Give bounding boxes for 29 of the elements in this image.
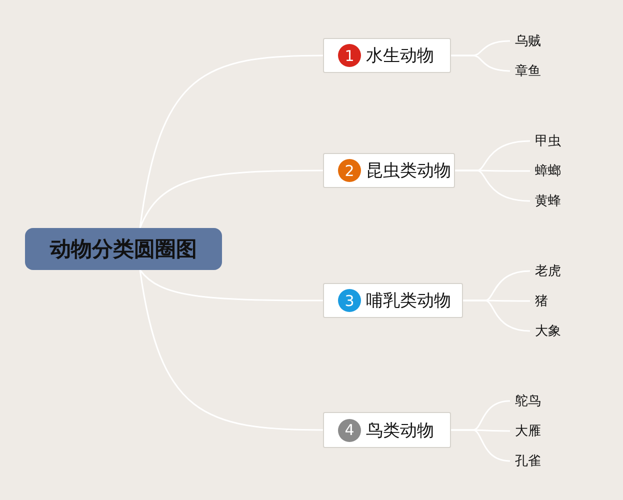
leaf-label: 大雁 [510,421,554,441]
category-label: 鸟类动物 [366,420,434,442]
branch-line [451,54,510,72]
leaf-label: 鸵鸟 [510,391,554,411]
leaf-label: 蟑螂 [530,161,574,181]
branch-line [139,170,323,228]
number-badge: 2 [338,159,361,182]
leaf-label: 黄蜂 [530,191,574,211]
leaf-label: 甲虫 [530,131,574,151]
number-badge: 4 [338,418,361,442]
leaf-label: 孔雀 [510,451,554,471]
root-box: 动物分类圆圈图 [25,228,222,270]
number-badge: 3 [338,289,361,312]
leaf-label: 大象 [530,321,574,341]
branch-line [139,54,324,228]
leaf-label: 乌贼 [510,31,554,51]
category-box [323,38,451,73]
category-box [323,153,455,188]
leaf-label: 老虎 [530,261,574,281]
category-label: 哺乳类动物 [366,290,451,312]
branch-line [139,270,324,431]
branch-line [139,270,323,302]
category-label: 昆虫类动物 [366,160,451,182]
leaf-label: 猪 [530,291,560,311]
category-box [323,283,463,318]
number-badge: 1 [338,44,361,67]
category-box [323,412,451,448]
leaf-label: 章鱼 [510,61,554,81]
category-label: 水生动物 [366,45,434,67]
